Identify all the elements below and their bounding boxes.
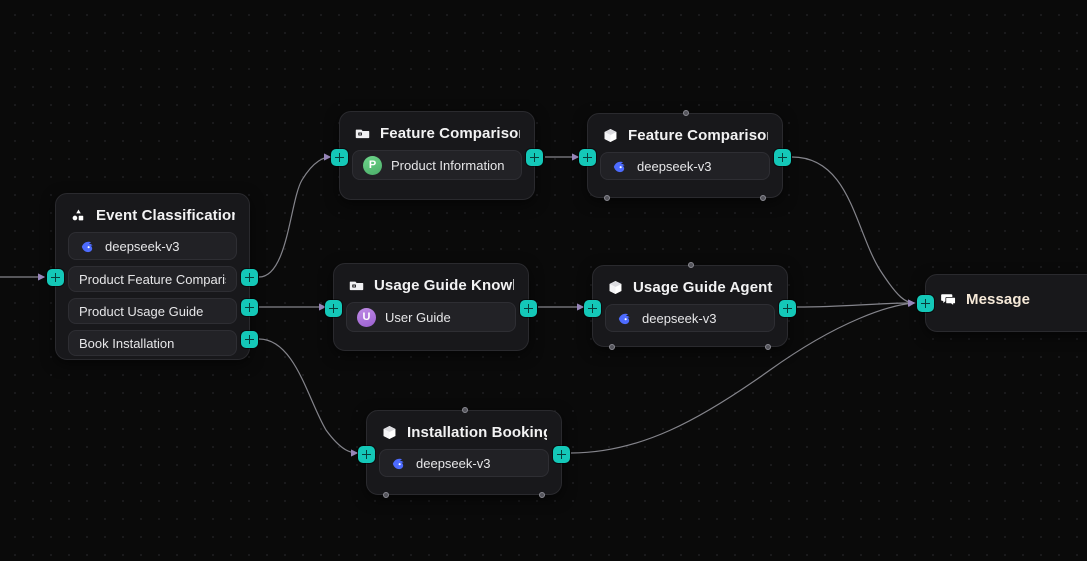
resize-handle-bottom-left[interactable] (383, 492, 389, 498)
node-installation-booking-agent[interactable]: Installation Booking ... deepseek-v3 (358, 407, 570, 498)
node-title: Usage Guide Agent (633, 279, 773, 296)
agent-cube-icon (604, 128, 617, 143)
model-name: deepseek-v3 (105, 238, 180, 254)
branch-label: Product Feature Comparison (79, 271, 226, 287)
resize-handle-bottom-left[interactable] (609, 344, 615, 350)
output-handle[interactable] (526, 149, 543, 166)
node-message[interactable]: Message (917, 274, 1087, 332)
branch-label: Product Usage Guide (79, 303, 204, 319)
node-header: Message (926, 275, 1087, 316)
model-row-deepseek[interactable]: deepseek-v3 (379, 449, 549, 477)
resize-handle-bottom-left[interactable] (604, 195, 610, 201)
agent-cube-icon (383, 425, 396, 440)
node-feature-comparison-knowledge[interactable]: Feature Comparison ... P Product Informa… (331, 111, 543, 200)
knowledge-item-row[interactable]: P Product Information (352, 150, 522, 180)
deepseek-logo-icon (81, 241, 93, 252)
node-feature-comparison-agent[interactable]: Feature Comparison... deepseek-v3 (579, 110, 791, 201)
deepseek-logo-icon (613, 161, 625, 172)
model-row-deepseek[interactable]: deepseek-v3 (605, 304, 775, 332)
avatar: U (357, 307, 376, 327)
branch-label: Book Installation (79, 335, 175, 351)
resize-handle-bottom-right[interactable] (765, 344, 771, 350)
deepseek-logo-icon (618, 313, 630, 324)
knowledge-item-row[interactable]: U User Guide (346, 302, 516, 332)
node-body: deepseek-v3 (588, 152, 782, 192)
node-title: Feature Comparison... (628, 127, 768, 144)
output-handle[interactable] (779, 300, 796, 317)
node-title: Feature Comparison ... (380, 125, 520, 142)
model-name: deepseek-v3 (637, 158, 712, 174)
resize-handle-bottom-right[interactable] (760, 195, 766, 201)
node-header: Feature Comparison... (588, 114, 782, 152)
shapes-icon (72, 209, 84, 221)
node-header: Installation Booking ... (367, 411, 561, 449)
message-icon (941, 294, 956, 307)
branch-2-output-handle[interactable] (241, 331, 258, 348)
input-handle[interactable] (331, 149, 348, 166)
model-row-deepseek[interactable]: deepseek-v3 (600, 152, 770, 180)
input-handle[interactable] (325, 300, 342, 317)
node-body: deepseek-v3 Product Feature Comparison P… (56, 232, 249, 368)
edge-branch3-to-booking (258, 338, 359, 457)
node-body: deepseek-v3 (367, 449, 561, 489)
knowledge-item-label: Product Information (391, 157, 505, 173)
output-handle[interactable] (774, 149, 791, 166)
deepseek-logo-icon (392, 458, 404, 469)
model-name: deepseek-v3 (416, 455, 491, 471)
model-row-deepseek[interactable]: deepseek-v3 (68, 232, 237, 260)
resize-handle-top[interactable] (462, 407, 468, 413)
node-body: U User Guide (334, 302, 528, 344)
input-handle[interactable] (917, 295, 934, 312)
knowledge-base-icon (355, 129, 370, 139)
edge-feature-agent-to-message (791, 156, 916, 307)
input-handle[interactable] (47, 269, 64, 286)
output-handle[interactable] (553, 446, 570, 463)
avatar: P (363, 155, 382, 175)
resize-handle-bottom-right[interactable] (539, 492, 545, 498)
node-header: Feature Comparison ... (340, 112, 534, 150)
branch-row-2[interactable]: Book Installation (68, 330, 237, 356)
node-usage-guide-knowledge[interactable]: Usage Guide Knowle... U User Guide (325, 263, 537, 351)
node-header: Usage Guide Knowle... (334, 264, 528, 302)
input-handle[interactable] (579, 149, 596, 166)
branch-0-output-handle[interactable] (241, 269, 258, 286)
node-title: Installation Booking ... (407, 424, 547, 441)
output-handle[interactable] (520, 300, 537, 317)
knowledge-item-label: User Guide (385, 309, 451, 325)
node-title: Message (966, 291, 1031, 308)
node-event-classification[interactable]: Event Classification deepseek-v3 Product… (47, 193, 258, 360)
edge-usage-agent-to-message (796, 299, 916, 308)
resize-handle-top[interactable] (683, 110, 689, 116)
node-header: Usage Guide Agent (593, 266, 787, 304)
agent-cube-icon (609, 280, 622, 295)
resize-handle-top[interactable] (688, 262, 694, 268)
node-usage-guide-agent[interactable]: Usage Guide Agent deepseek-v3 (584, 262, 796, 350)
branch-row-0[interactable]: Product Feature Comparison (68, 266, 237, 292)
branch-1-output-handle[interactable] (241, 299, 258, 316)
node-body: deepseek-v3 (593, 304, 787, 344)
model-name: deepseek-v3 (642, 310, 717, 326)
node-title: Event Classification (96, 207, 235, 224)
node-body: P Product Information (340, 150, 534, 192)
input-handle[interactable] (358, 446, 375, 463)
node-title: Usage Guide Knowle... (374, 277, 514, 294)
node-header: Event Classification (56, 194, 249, 232)
edge-branch1-to-feature-kb (258, 153, 332, 278)
branch-row-1[interactable]: Product Usage Guide (68, 298, 237, 324)
knowledge-base-icon (349, 281, 364, 291)
input-handle[interactable] (584, 300, 601, 317)
